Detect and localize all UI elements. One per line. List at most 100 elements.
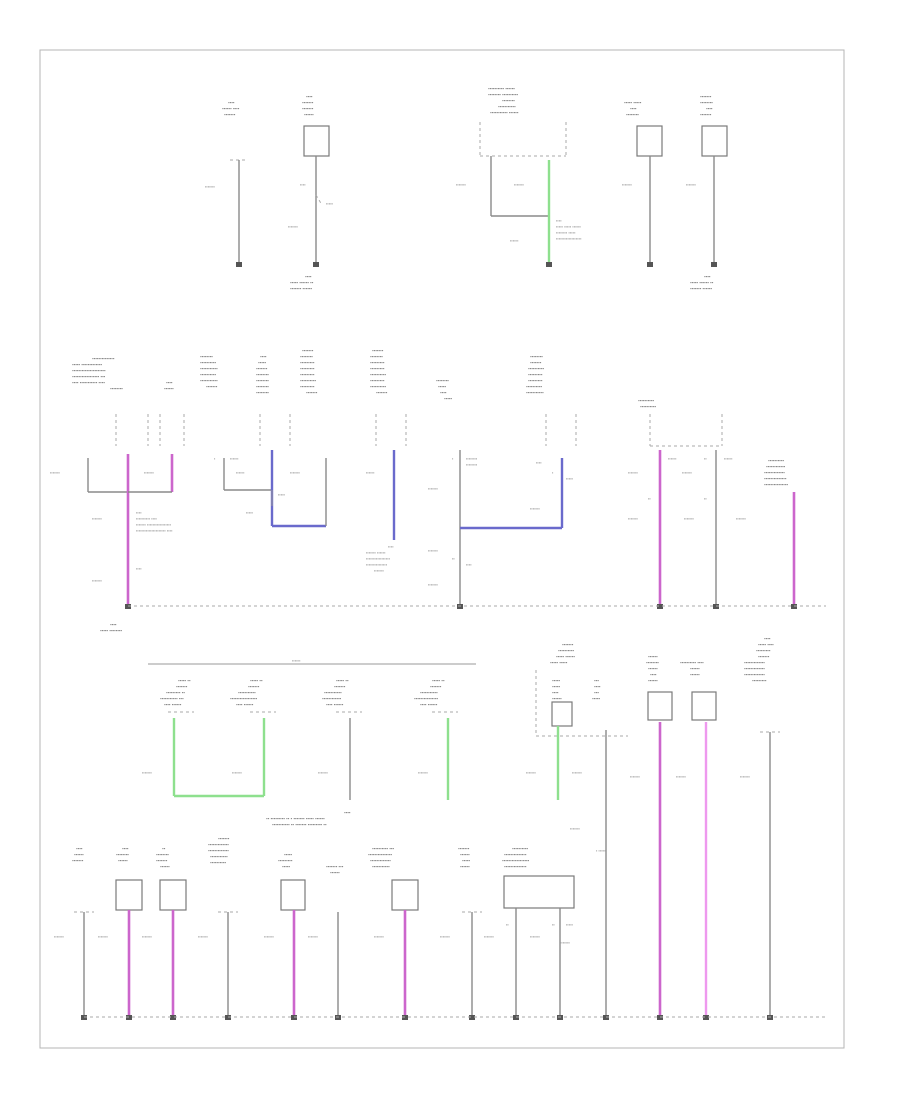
svg-text:▪▪: ▪▪ xyxy=(452,556,455,561)
svg-text:▪▪▪▪▪▪▪▪ ▪▪▪▪▪: ▪▪▪▪▪▪▪▪ ▪▪▪▪▪ xyxy=(556,230,576,235)
svg-text:▪▪▪▪▪▪▪▪: ▪▪▪▪▪▪▪▪ xyxy=(200,354,213,359)
svg-text:▪▪▪▪▪▪▪: ▪▪▪▪▪▪▪ xyxy=(622,182,633,187)
svg-text:▪▪▪▪▪▪▪▪▪▪▪▪▪▪▪▪▪▪▪▪▪: ▪▪▪▪▪▪▪▪▪▪▪▪▪▪▪▪▪▪▪▪▪ xyxy=(72,368,106,373)
svg-text:▪▪▪▪▪▪▪: ▪▪▪▪▪▪▪ xyxy=(72,858,84,863)
svg-text:▪▪▪▪▪: ▪▪▪▪▪ xyxy=(444,396,452,401)
svg-text:▪▪▪▪▪ ▪▪▪▪▪▪: ▪▪▪▪▪ ▪▪▪▪▪▪ xyxy=(556,654,575,659)
svg-text:▪▪▪▪▪▪▪: ▪▪▪▪▪▪▪ xyxy=(218,836,230,841)
svg-text:▪▪▪▪▪▪▪▪: ▪▪▪▪▪▪▪▪ xyxy=(700,100,713,105)
svg-text:▪▪▪▪: ▪▪▪▪ xyxy=(706,106,713,111)
svg-text:▪▪▪▪: ▪▪▪▪ xyxy=(630,106,637,111)
row-3-grounds: ▪▪▪▪▪▪ ▪▪▪▪▪ ▪▪ ▪▪▪▪▪▪▪ ▪▪▪▪▪▪▪▪▪ ▪▪ ▪▪▪… xyxy=(142,636,780,1016)
svg-text:▪▪▪▪▪▪▪▪▪▪▪ ▪▪▪: ▪▪▪▪▪▪▪▪▪▪▪ ▪▪▪ xyxy=(160,696,184,701)
svg-text:▪▪▪▪▪▪▪: ▪▪▪▪▪▪▪ xyxy=(98,934,109,939)
svg-text:▪▪▪▪▪▪▪▪▪▪▪: ▪▪▪▪▪▪▪▪▪▪▪ xyxy=(200,378,218,383)
svg-text:▪▪▪▪▪▪: ▪▪▪▪▪▪ xyxy=(74,852,84,857)
svg-text:▪▪▪▪▪▪▪▪▪▪▪: ▪▪▪▪▪▪▪▪▪▪▪ xyxy=(372,864,390,869)
svg-text:▪▪▪▪▪▪▪▪▪▪: ▪▪▪▪▪▪▪▪▪▪ xyxy=(200,360,216,365)
svg-text:▪▪▪▪: ▪▪▪▪ xyxy=(552,690,559,695)
svg-text:▪▪▪▪▪▪▪▪▪▪▪▪▪▪▪▪▪▪: ▪▪▪▪▪▪▪▪▪▪▪▪▪▪▪▪▪▪ xyxy=(556,236,582,241)
svg-text:▪▪▪▪▪▪▪: ▪▪▪▪▪▪▪ xyxy=(456,182,467,187)
svg-text:▪▪▪▪▪▪: ▪▪▪▪▪▪ xyxy=(552,696,562,701)
svg-text:▪▪▪▪▪▪: ▪▪▪▪▪▪ xyxy=(460,864,470,869)
svg-text:▪▪▪▪▪▪▪: ▪▪▪▪▪▪▪ xyxy=(700,94,712,99)
svg-text:▪▪▪▪▪▪▪: ▪▪▪▪▪▪▪ xyxy=(306,390,318,395)
svg-text:▪▪▪▪▪▪▪: ▪▪▪▪▪▪▪ xyxy=(374,568,385,573)
svg-text:▪▪▪▪▪▪▪: ▪▪▪▪▪▪▪ xyxy=(308,934,319,939)
svg-text:▪▪▪▪▪▪▪▪▪▪▪▪▪▪▪▪▪: ▪▪▪▪▪▪▪▪▪▪▪▪▪▪▪▪▪ xyxy=(366,556,391,561)
component-box xyxy=(691,691,717,721)
svg-text:▪▪▪▪▪▪▪: ▪▪▪▪▪▪▪ xyxy=(430,684,442,689)
svg-text:▪▪▪▪▪▪▪: ▪▪▪▪▪▪▪ xyxy=(758,654,770,659)
svg-text:▪▪▪▪▪▪▪: ▪▪▪▪▪▪▪ xyxy=(334,684,346,689)
svg-text:▪▪▪▪▪: ▪▪▪▪▪ xyxy=(278,492,286,497)
svg-text:▪▪: ▪▪ xyxy=(162,846,166,851)
svg-text:▪▪▪▪▪: ▪▪▪▪▪ xyxy=(462,858,470,863)
svg-text:▪▪▪▪▪▪▪: ▪▪▪▪▪▪▪ xyxy=(176,684,188,689)
component-box xyxy=(280,879,306,911)
svg-text:▪▪▪▪▪ ▪▪: ▪▪▪▪▪ ▪▪ xyxy=(250,678,263,683)
svg-text:▪▪▪▪▪▪▪▪▪▪▪: ▪▪▪▪▪▪▪▪▪▪▪ xyxy=(526,390,544,395)
svg-text:▪▪▪▪▪▪▪: ▪▪▪▪▪▪▪ xyxy=(232,770,243,775)
svg-text:▪▪▪▪▪▪▪: ▪▪▪▪▪▪▪ xyxy=(684,516,695,521)
svg-text:▪▪▪▪▪▪▪▪▪: ▪▪▪▪▪▪▪▪▪ xyxy=(300,366,315,371)
svg-text:▪▪▪▪▪ ▪▪▪▪▪: ▪▪▪▪▪ ▪▪▪▪▪ xyxy=(624,100,642,105)
svg-text:▪▪▪▪: ▪▪▪▪ xyxy=(536,460,542,465)
svg-text:▪▪▪▪▪▪: ▪▪▪▪▪▪ xyxy=(164,386,174,391)
svg-text:▪▪▪▪▪▪▪: ▪▪▪▪▪▪▪ xyxy=(530,934,541,939)
svg-text:▪▪▪▪▪▪▪▪▪▪: ▪▪▪▪▪▪▪▪▪▪ xyxy=(512,846,528,851)
svg-text:▪▪▪▪▪▪: ▪▪▪▪▪▪ xyxy=(690,672,700,677)
svg-text:▪▪▪▪: ▪▪▪▪ xyxy=(136,566,142,571)
svg-text:▪▪▪▪: ▪▪▪▪ xyxy=(556,218,562,223)
svg-text:▪▪▪▪▪▪▪▪ ▪▪▪▪▪▪▪▪▪▪: ▪▪▪▪▪▪▪▪ ▪▪▪▪▪▪▪▪▪▪ xyxy=(488,92,518,97)
svg-text:▪▪▪▪: ▪▪▪▪ xyxy=(166,380,173,385)
svg-text:▪▪▪▪ ▪▪▪▪▪▪: ▪▪▪▪ ▪▪▪▪▪▪ xyxy=(236,702,254,707)
component-box xyxy=(647,691,673,721)
svg-text:▪▪▪▪▪: ▪▪▪▪▪ xyxy=(552,678,560,683)
svg-text:▪▪▪▪▪▪▪▪▪▪ ▪▪▪▪: ▪▪▪▪▪▪▪▪▪▪ ▪▪▪▪ xyxy=(680,660,704,665)
svg-text:▪▪▪▪▪▪▪: ▪▪▪▪▪▪▪ xyxy=(372,348,384,353)
row-2-grounds: ▪▪▪▪▪▪▪▪▪▪▪▪▪▪ ▪▪▪▪▪ ▪▪▪▪▪▪▪▪▪▪▪▪▪ ▪▪▪▪▪… xyxy=(50,348,826,633)
component-box xyxy=(391,879,419,911)
svg-text:▪▪▪▪▪▪▪: ▪▪▪▪▪▪▪ xyxy=(686,182,697,187)
svg-text:▪▪: ▪▪ xyxy=(506,922,509,927)
svg-text:▪▪▪▪▪▪▪: ▪▪▪▪▪▪▪ xyxy=(428,548,439,553)
svg-text:▪▪▪▪▪▪▪▪▪▪▪▪: ▪▪▪▪▪▪▪▪▪▪▪▪ xyxy=(322,696,342,701)
svg-text:▪▪▪▪: ▪▪▪▪ xyxy=(76,846,83,851)
svg-text:▪▪▪▪: ▪▪▪▪ xyxy=(704,274,711,279)
svg-text:▪▪▪▪▪▪▪ ▪▪▪▪▪▪▪▪▪▪▪▪▪▪▪▪▪: ▪▪▪▪▪▪▪ ▪▪▪▪▪▪▪▪▪▪▪▪▪▪▪▪▪ xyxy=(136,522,172,527)
svg-text:▪▪▪▪▪▪▪: ▪▪▪▪▪▪▪ xyxy=(290,470,301,475)
svg-text:▪▪▪▪▪▪▪: ▪▪▪▪▪▪▪ xyxy=(142,934,153,939)
svg-text:▪▪▪▪▪▪▪: ▪▪▪▪▪▪▪ xyxy=(530,506,541,511)
svg-text:▪▪▪▪▪▪: ▪▪▪▪▪▪ xyxy=(230,456,239,461)
svg-text:▪▪▪▪▪▪▪▪▪▪▪ ▪▪▪▪▪▪: ▪▪▪▪▪▪▪▪▪▪▪ ▪▪▪▪▪▪ xyxy=(490,110,519,115)
svg-text:▪▪▪▪▪▪▪▪▪▪: ▪▪▪▪▪▪▪▪▪▪ xyxy=(200,372,216,377)
svg-text:▪▪▪▪▪▪: ▪▪▪▪▪▪ xyxy=(304,112,314,117)
svg-text:▪▪▪▪: ▪▪▪▪ xyxy=(440,390,447,395)
svg-text:▪▪▪▪▪▪▪▪: ▪▪▪▪▪▪▪▪ xyxy=(116,852,129,857)
svg-text:▪▪▪▪▪▪▪▪: ▪▪▪▪▪▪▪▪ xyxy=(110,386,123,391)
svg-text:▪▪▪▪▪▪▪▪: ▪▪▪▪▪▪▪▪ xyxy=(502,98,515,103)
component-box xyxy=(551,701,573,727)
svg-text:▪▪▪▪▪▪▪▪▪▪: ▪▪▪▪▪▪▪▪▪▪ xyxy=(640,404,656,409)
svg-text:▪▪▪▪▪▪▪▪▪▪▪▪▪▪▪▪▪ ▪▪▪: ▪▪▪▪▪▪▪▪▪▪▪▪▪▪▪▪▪ ▪▪▪ xyxy=(72,374,106,379)
svg-text:▪▪▪▪▪▪▪ ▪▪▪▪▪▪: ▪▪▪▪▪▪▪ ▪▪▪▪▪▪ xyxy=(366,550,386,555)
svg-text:▪▪▪▪▪▪▪: ▪▪▪▪▪▪▪ xyxy=(142,770,153,775)
svg-text:▪▪▪▪▪▪: ▪▪▪▪▪▪ xyxy=(510,238,519,243)
svg-text:▪▪▪▪▪▪▪: ▪▪▪▪▪▪▪ xyxy=(514,182,525,187)
svg-text:▪▪▪▪▪▪▪▪▪▪▪: ▪▪▪▪▪▪▪▪▪▪▪ xyxy=(324,690,342,695)
svg-text:▪▪▪▪▪▪▪▪▪▪▪▪▪▪: ▪▪▪▪▪▪▪▪▪▪▪▪▪▪ xyxy=(92,356,115,361)
svg-text:▪▪▪▪▪: ▪▪▪▪▪ xyxy=(282,864,290,869)
svg-text:▪▪▪▪▪▪▪▪▪▪▪: ▪▪▪▪▪▪▪▪▪▪▪ xyxy=(210,854,228,859)
svg-text:▪▪▪▪▪▪▪▪▪▪▪▪▪: ▪▪▪▪▪▪▪▪▪▪▪▪▪ xyxy=(208,848,229,853)
svg-text:▪▪▪▪▪▪▪: ▪▪▪▪▪▪▪ xyxy=(562,642,574,647)
svg-text:▪▪▪▪▪: ▪▪▪▪▪ xyxy=(566,476,574,481)
svg-text:▪▪▪▪▪▪▪▪▪: ▪▪▪▪▪▪▪▪▪ xyxy=(528,372,543,377)
svg-text:▪▪▪▪▪▪▪: ▪▪▪▪▪▪▪ xyxy=(428,486,439,491)
svg-text:▪▪: ▪▪ xyxy=(552,922,555,927)
row-4-grounds: ▪▪▪▪ ▪▪▪▪▪▪ ▪▪▪▪▪▪▪ ▪▪▪▪▪▪▪ ▪▪▪▪ ▪▪▪▪▪▪▪… xyxy=(54,836,828,1020)
svg-text:▪▪▪▪▪▪▪▪▪▪▪▪▪: ▪▪▪▪▪▪▪▪▪▪▪▪▪ xyxy=(208,842,229,847)
svg-text:▪▪▪▪▪▪▪: ▪▪▪▪▪▪▪ xyxy=(206,384,218,389)
component-box xyxy=(115,879,143,911)
svg-text:▪▪▪▪▪▪: ▪▪▪▪▪▪ xyxy=(648,678,658,683)
